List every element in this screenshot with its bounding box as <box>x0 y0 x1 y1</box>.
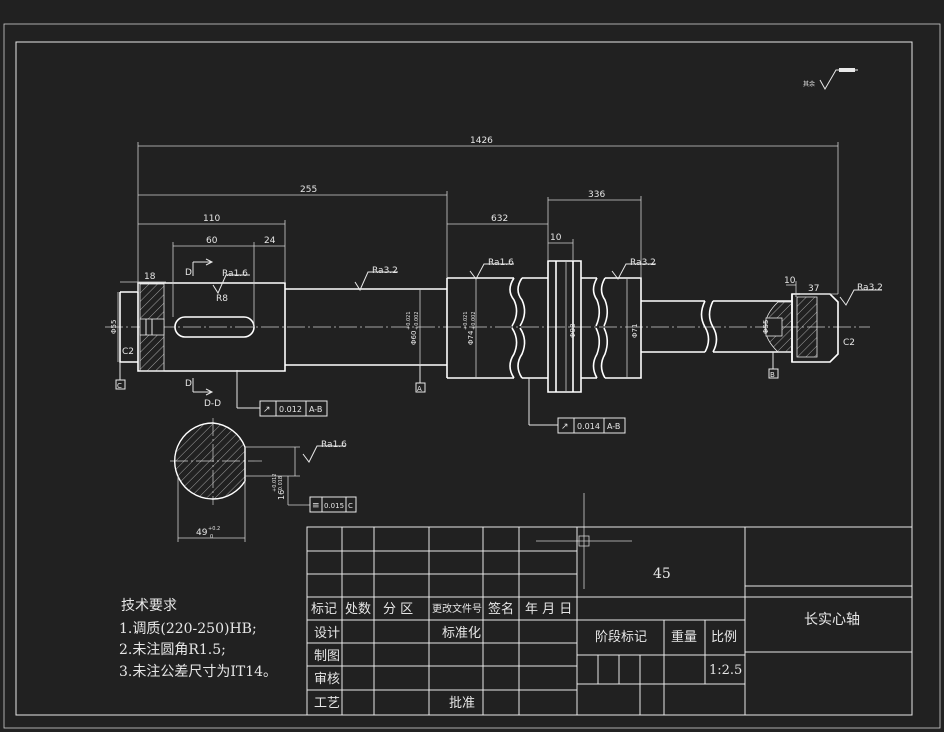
tech-item-2: 2.未注圆角R1.5; <box>119 642 226 658</box>
row-craft: 工艺 <box>314 696 340 711</box>
datum-b: B <box>768 352 779 379</box>
sec-width-tol-up: +0.2 <box>208 526 220 532</box>
tol-frame-1: ↗ 0.012 A-B <box>236 370 328 417</box>
dim-phi74: Φ74 <box>467 330 475 345</box>
svg-text:↗: ↗ <box>561 422 569 432</box>
weight-label: 重量 <box>671 629 697 645</box>
dim-phi-right: Φ55 <box>762 320 770 334</box>
datum-c: C <box>115 362 126 390</box>
hdr-mark: 标记 <box>311 602 337 617</box>
dim-632: 632 <box>491 214 508 224</box>
dim-phi60-tol-up: +0.021 <box>406 311 412 330</box>
tol-frame-2: ↗ 0.014 A-B <box>528 378 626 434</box>
dim-phi60-tol-dn: +0.002 <box>414 311 420 330</box>
scale-value: 1:2.5 <box>709 663 742 678</box>
hdr-sign: 签名 <box>488 601 514 617</box>
dim-phi60: Φ60 <box>410 331 418 345</box>
ra-1: Ra1.6 <box>222 269 248 279</box>
row-review: 审核 <box>314 672 340 687</box>
section-d-top: D <box>185 268 192 278</box>
tol-frame-3-symbol: ≡ <box>312 501 320 511</box>
svg-text:B: B <box>770 371 775 379</box>
cad-crosshair <box>536 493 632 589</box>
svg-text:C: C <box>117 382 122 390</box>
dim-24: 24 <box>264 236 276 246</box>
tol-frame-3-datum: C <box>348 502 353 510</box>
ra-4: Ra3.2 <box>630 258 656 268</box>
section-title: D-D <box>204 399 221 409</box>
dim-110: 110 <box>203 214 220 224</box>
sec-height-tol-up: +0.012 <box>272 473 278 492</box>
roughness-symbols <box>212 263 882 463</box>
sec-height-tol-dn: -0.018 <box>278 476 284 492</box>
roughness-rest-symbol: 其余 <box>803 68 858 91</box>
ra-6: Ra1.6 <box>321 440 347 450</box>
tech-item-3: 3.未注公差尺寸为IT14。 <box>119 664 277 680</box>
section-d-bottom: D <box>185 379 192 389</box>
dim-phi98: Φ98 <box>569 324 577 338</box>
sec-height: 16 <box>277 490 286 500</box>
dim-37: 37 <box>808 284 819 294</box>
keyway <box>174 316 255 338</box>
row-design: 设计 <box>314 626 340 641</box>
dim-1426: 1426 <box>470 136 493 146</box>
tech-item-1: 1.调质(220-250)HB; <box>119 621 257 637</box>
title-block <box>306 526 913 716</box>
scale-label: 比例 <box>711 630 737 645</box>
svg-text:0.012: 0.012 <box>279 405 302 414</box>
svg-text:A: A <box>417 385 422 393</box>
shaft-outline <box>119 260 839 393</box>
hdr-change: 更改文件号 <box>432 602 482 615</box>
tech-title: 技术要求 <box>121 598 177 614</box>
dim-phi74-tol-dn: +0.002 <box>471 311 477 330</box>
ra-3: Ra1.6 <box>488 258 514 268</box>
outer-border <box>3 23 941 729</box>
left-end-section <box>139 283 165 372</box>
dim-10a: 10 <box>550 233 562 243</box>
svg-text:0.014: 0.014 <box>577 422 600 431</box>
right-end-section <box>764 296 818 358</box>
sec-width-tol-dn: 0 <box>210 534 213 540</box>
ra-2: Ra3.2 <box>372 266 398 276</box>
svg-text:↗: ↗ <box>263 405 271 415</box>
datum-a: A <box>415 365 426 393</box>
sec-width: 49 <box>196 528 208 538</box>
dim-phi71: Φ71 <box>631 324 639 338</box>
dimension-lines <box>117 142 839 392</box>
dim-10b: 10 <box>784 276 796 286</box>
hdr-zone: 分 区 <box>383 602 413 617</box>
section-view-dd: ≡ 0.015 C 49 +0.2 0 16 +0.012 -0.018 <box>170 418 357 542</box>
dim-phi-left: Φ55 <box>110 320 118 334</box>
row-draw: 制图 <box>314 649 340 664</box>
dim-60: 60 <box>206 236 218 246</box>
part-name: 长实心轴 <box>804 612 860 628</box>
dim-c2-left: C2 <box>122 347 134 357</box>
approve: 批准 <box>449 696 475 711</box>
svg-text:A-B: A-B <box>607 422 620 431</box>
dim-r8: R8 <box>216 294 228 304</box>
section-arrow-bottom <box>192 378 214 396</box>
material: 45 <box>653 566 671 582</box>
dim-18: 18 <box>144 272 156 282</box>
standardize: 标准化 <box>442 626 481 641</box>
dim-336: 336 <box>588 190 605 200</box>
dim-phi74-tol-up: +0.021 <box>463 311 469 330</box>
ra-5: Ra3.2 <box>857 283 883 293</box>
tol-frame-3-value: 0.015 <box>324 502 344 510</box>
stage-mark: 阶段标记 <box>595 630 647 645</box>
svg-text:A-B: A-B <box>309 405 322 414</box>
dim-c2-right: C2 <box>843 338 855 348</box>
dim-255: 255 <box>300 185 317 195</box>
roughness-rest-label: 其余 <box>803 80 815 88</box>
hdr-count: 处数 <box>345 602 371 617</box>
section-arrow-top <box>192 258 214 276</box>
hdr-date: 年 月 日 <box>525 602 572 617</box>
